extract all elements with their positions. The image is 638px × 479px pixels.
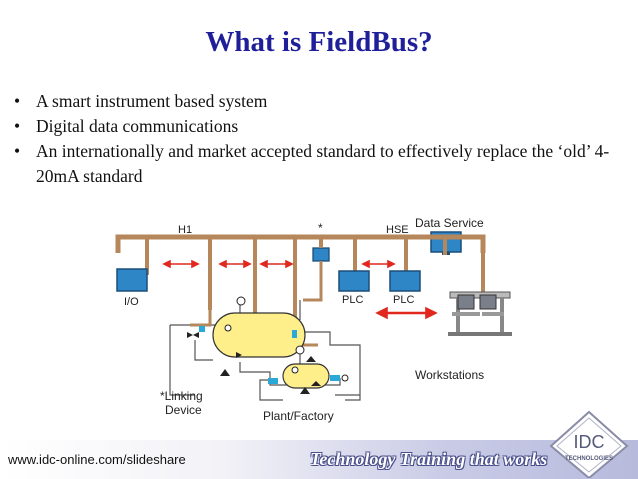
linking-device-label-line2: Device: [165, 403, 202, 417]
main-bus: [115, 234, 486, 253]
io-label: I/O: [124, 296, 139, 308]
plant-factory-label: Plant/Factory: [263, 409, 334, 423]
logo-subtext: TECHNOLOGIES: [565, 456, 613, 462]
valve-icon: [220, 369, 230, 376]
bullet-item: • A smart instrument based system: [14, 89, 614, 114]
plc-label: PLC: [393, 294, 414, 306]
workstations-icon: [448, 291, 512, 336]
slide-title: What is FieldBus?: [205, 26, 433, 58]
bullet-text: A smart instrument based system: [36, 91, 268, 111]
linking-device-label: *Linking Device: [160, 389, 206, 417]
valves: [187, 332, 321, 386]
bullet-text: Digital data communications: [36, 116, 239, 136]
bullet-text: An internationally and market accepted s…: [36, 141, 610, 186]
linking-device-label-line1: *Linking: [160, 389, 203, 403]
bullet-icon: •: [14, 91, 21, 111]
plc-label: PLC: [342, 294, 363, 306]
plc-device: [338, 270, 370, 292]
small-tank: [282, 363, 330, 389]
io-device: [116, 268, 148, 292]
instruments: [224, 296, 349, 382]
bullet-icon: •: [14, 116, 21, 136]
footer-tagline: Technology Training that works: [310, 449, 548, 469]
hse-label: HSE: [386, 224, 409, 236]
valve-icon: [300, 387, 310, 394]
data-service-label: Data Service: [415, 216, 484, 230]
linking-device: [312, 247, 330, 262]
footer-url[interactable]: www.idc-online.com/slideshare: [8, 452, 186, 467]
logo-text: IDC: [574, 432, 605, 452]
footer-bar: www.idc-online.com/slideshare Technology…: [0, 440, 638, 479]
main-tank: [212, 312, 306, 358]
transmitters: [199, 326, 340, 384]
plc-device: [389, 270, 421, 292]
bullet-icon: •: [14, 141, 21, 161]
workstations-label: Workstations: [415, 368, 484, 382]
bullet-item: • An internationally and market accepted…: [14, 139, 614, 189]
idc-logo: IDC TECHNOLOGIES: [549, 410, 629, 478]
linking-marker: *: [318, 221, 323, 235]
bullet-list: • A smart instrument based system • Digi…: [14, 89, 614, 189]
fieldbus-diagram: Data Service H1 HSE * I/O: [115, 216, 512, 423]
h1-label: H1: [178, 224, 192, 236]
bullet-item: • Digital data communications: [14, 114, 614, 139]
bus-arrows: [162, 259, 438, 320]
